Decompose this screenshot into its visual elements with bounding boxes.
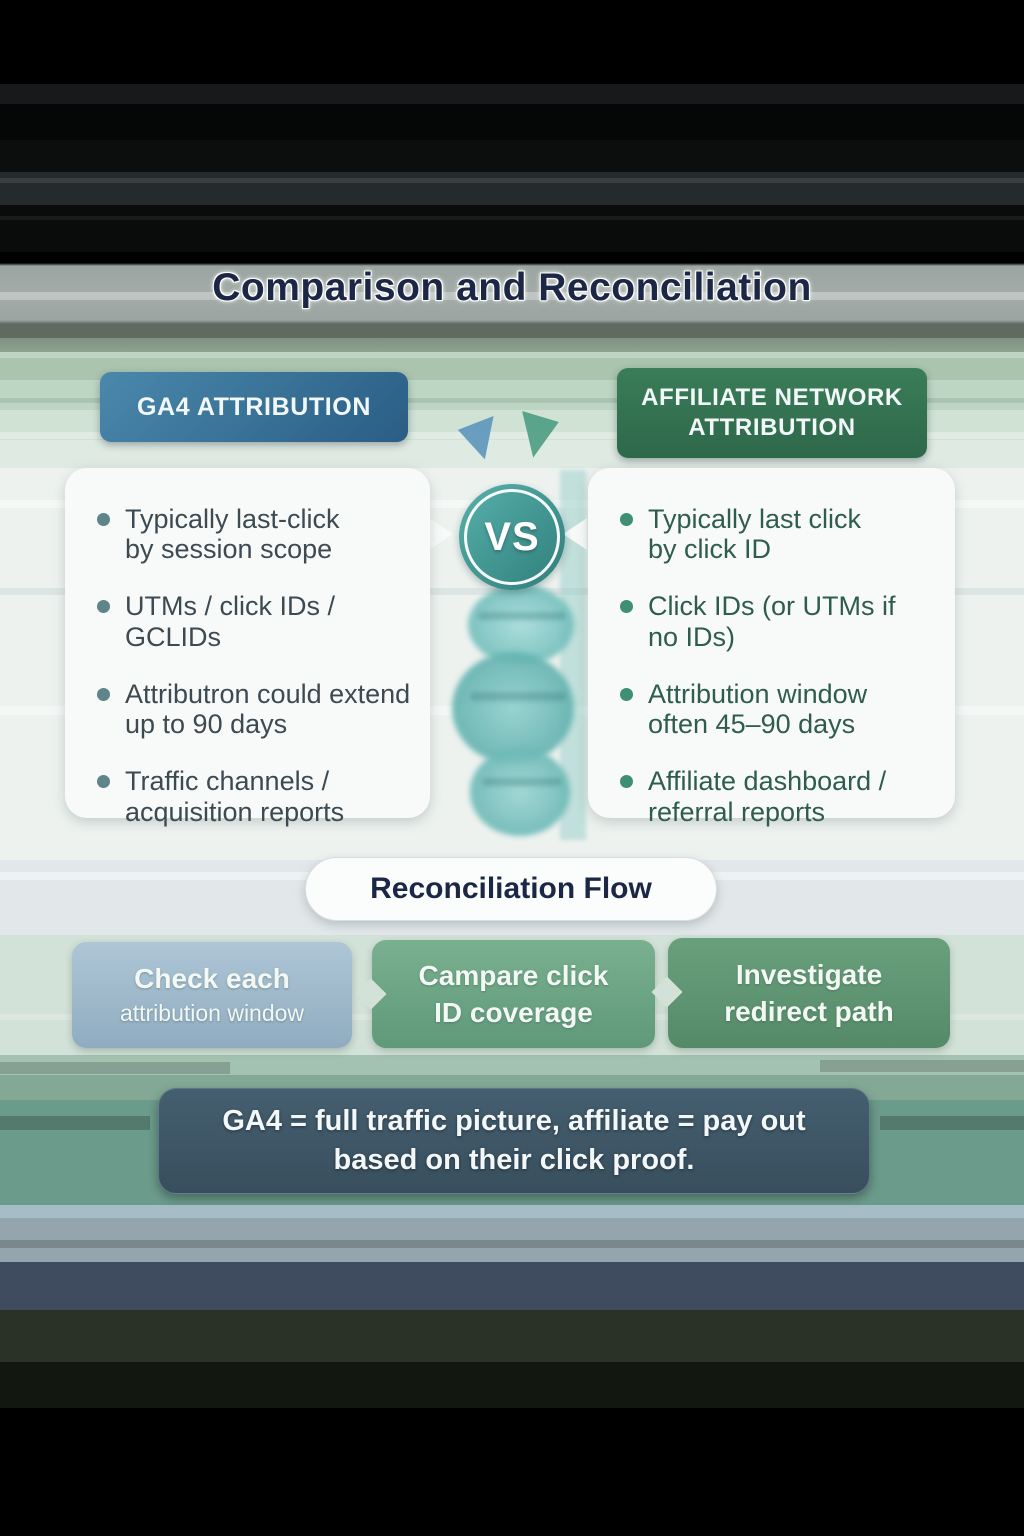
affiliate-header-line2: ATTRIBUTION: [688, 414, 856, 441]
step-connector-notch: [651, 976, 683, 1008]
bullet-dot-icon: [620, 775, 633, 789]
glitch-stripe: [0, 352, 1024, 358]
ga4-attribution-header: GA4 ATTRIBUTION: [100, 372, 408, 442]
bullet-text: by click ID: [648, 534, 772, 565]
flow-step-line1: Campare click: [418, 959, 609, 991]
flow-step-line1: Investigate: [735, 958, 883, 990]
flow-step-line1: Check each: [134, 963, 290, 994]
swirl-decoration: [468, 585, 574, 665]
glitch-dashes: [0, 1062, 230, 1074]
down-arrow-blue-icon: [457, 416, 504, 464]
swirl-decoration: [478, 612, 566, 620]
flow-step-check-window: Check each attribution window: [72, 942, 352, 1048]
bullet-text: often 45–90 days: [648, 709, 856, 740]
flow-step-line2: redirect path: [724, 995, 894, 1027]
bullet-text: Attribution window: [648, 678, 868, 709]
glitch-stripe: [0, 216, 1024, 220]
list-item: Affiliate dashboard /referral reports: [620, 766, 955, 827]
flow-step-line2: attribution window: [119, 1000, 305, 1026]
bullet-dot-icon: [97, 600, 110, 614]
step-connector-notch: [355, 978, 387, 1010]
down-arrow-green-icon: [514, 411, 559, 461]
bullet-text: Typically last-click: [125, 504, 340, 534]
bullet-text: acquisition reports: [125, 796, 345, 827]
bullet-dot-icon: [620, 600, 633, 614]
swirl-decoration: [452, 652, 574, 764]
bullet-dot-icon: [97, 775, 110, 789]
swirl-decoration: [482, 778, 562, 786]
bullet-text: GCLIDs: [125, 621, 222, 652]
glitch-dashes: [880, 1116, 1024, 1130]
flow-step-compare-clickid: Campare click ID coverage: [355, 940, 655, 1048]
summary-callout: GA4 = full traffic picture, affiliate = …: [158, 1088, 870, 1194]
list-item: UTMs / click IDs /GCLIDs: [97, 591, 430, 652]
bullet-text: referral reports: [648, 796, 826, 827]
bullet-dot-icon: [620, 687, 633, 701]
glitch-stripe: [0, 178, 1024, 183]
bullet-text: Traffic channels /: [125, 766, 330, 797]
left-card-pointer: [429, 518, 453, 550]
bullet-dot-icon: [97, 513, 110, 526]
flow-step-line2: ID coverage: [434, 996, 593, 1028]
glitch-dashes: [820, 1060, 1024, 1072]
bullet-text: up to 90 days: [125, 709, 288, 740]
affiliate-attribution-header: AFFILIATE NETWORK ATTRIBUTION: [617, 368, 927, 458]
list-item: Traffic channels /acquisition reports: [97, 766, 430, 827]
bullet-dot-icon: [97, 687, 110, 701]
bullet-text: no IDs): [648, 621, 736, 652]
bullet-text: Affiliate dashboard /: [648, 766, 887, 797]
bullet-text: Attributron could extend: [125, 678, 411, 709]
bullet-text: Typically last click: [648, 504, 862, 534]
bullet-text: UTMs / click IDs /: [125, 591, 335, 622]
summary-line2: based on their click proof.: [333, 1144, 695, 1176]
bullet-dot-icon: [620, 513, 633, 526]
page-title: Comparison and Reconciliation: [212, 266, 812, 309]
vs-badge-ring: [464, 489, 560, 585]
bullet-text: by session scope: [125, 534, 333, 565]
summary-line1: GA4 = full traffic picture, affiliate = …: [222, 1105, 806, 1137]
glitch-dashes: [0, 1116, 150, 1130]
vs-badge: VS: [459, 484, 565, 590]
swirl-decoration: [470, 748, 570, 836]
swirl-decoration: [470, 692, 566, 701]
ga4-attribution-header-label: GA4 ATTRIBUTION: [137, 392, 371, 421]
affiliate-header-line1: AFFILIATE NETWORK: [641, 384, 903, 411]
glitch-stripe: [0, 1240, 1024, 1248]
right-card-pointer: [563, 518, 587, 550]
bullet-text: Click IDs (or UTMs if: [648, 591, 896, 622]
reconciliation-flow-title: Reconciliation Flow: [305, 857, 717, 921]
flow-step-investigate-redirect: Investigate redirect path: [651, 938, 950, 1048]
reconciliation-flow-title-label: Reconciliation Flow: [370, 872, 652, 905]
